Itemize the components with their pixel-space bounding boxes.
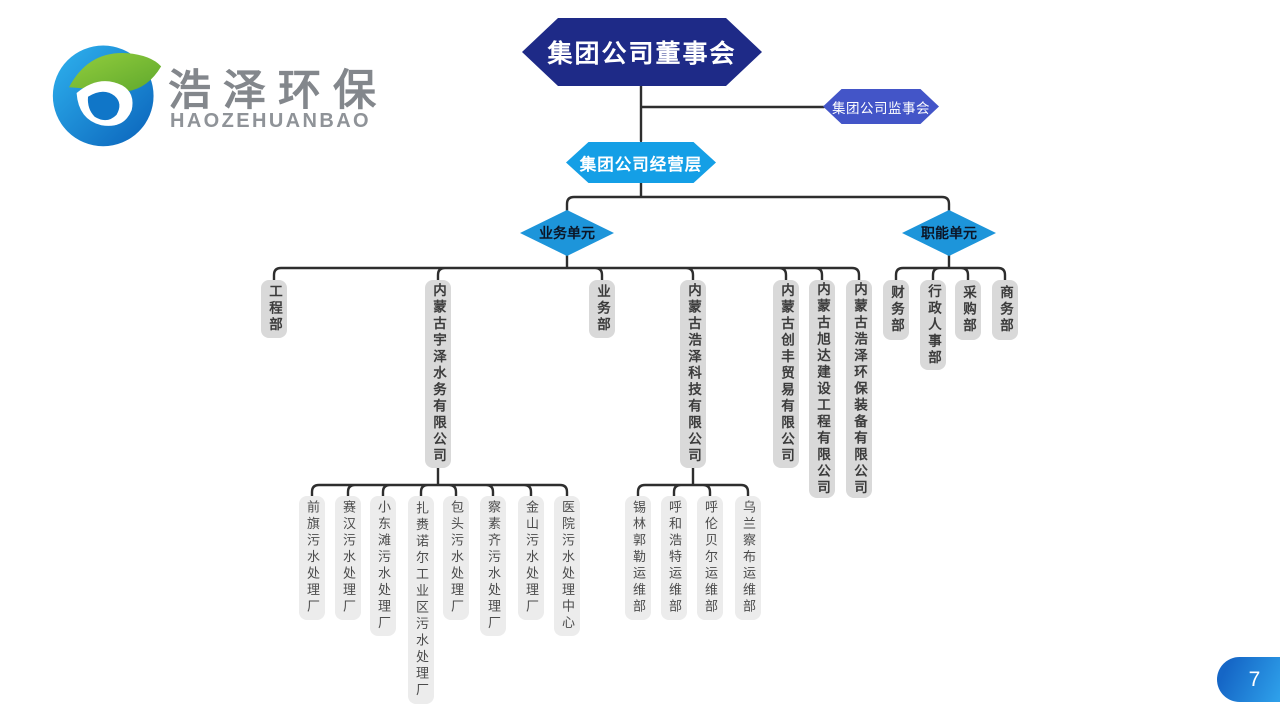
node-wwtp-baotou: 包头污水处理厂	[443, 496, 469, 620]
logo-title-cn: 浩泽环保	[168, 67, 388, 115]
node-label: 呼和浩特运维部	[667, 500, 682, 616]
node-label: 业务单元	[539, 225, 595, 241]
node-wwtp-saihan: 赛汉污水处理厂	[335, 496, 361, 620]
node-label: 集团公司董事会	[547, 40, 737, 68]
node-label: 工程部	[267, 284, 282, 334]
node-label: 集团公司经营层	[579, 155, 703, 174]
node-board: 集团公司董事会	[522, 18, 762, 86]
node-label: 内蒙古浩泽科技有限公司	[686, 283, 701, 465]
node-label: 职能单元	[921, 225, 977, 241]
node-label: 采购部	[961, 285, 976, 335]
node-wwtp-hospital-center: 医院污水处理中心	[554, 496, 580, 636]
node-engineering-dept: 工程部	[261, 280, 287, 338]
node-label: 行政人事部	[926, 283, 941, 367]
node-om-wulanchabu: 乌兰察布运维部	[735, 496, 761, 620]
node-yuze-water-co: 内蒙古宇泽水务有限公司	[425, 280, 451, 468]
node-label: 乌兰察布运维部	[741, 500, 756, 616]
node-wwtp-chasuqi: 察素齐污水处理厂	[480, 496, 506, 636]
node-wwtp-zhalainuoer: 扎赉诺尔工业区污水处理厂	[408, 496, 434, 704]
page-number: 7	[1248, 667, 1261, 691]
node-om-xilinguole: 锡林郭勒运维部	[625, 496, 651, 620]
node-management: 集团公司经营层	[566, 142, 716, 183]
logo-title-en: HAOZEHUANBAO	[170, 110, 372, 132]
node-label: 商务部	[998, 285, 1013, 335]
node-label: 前旗污水处理厂	[305, 500, 320, 616]
node-commerce-dept: 商务部	[992, 280, 1018, 340]
node-label: 内蒙古创丰贸易有限公司	[779, 283, 794, 465]
node-label: 内蒙古浩泽环保装备有限公司	[852, 281, 867, 497]
node-om-hulunbeier: 呼伦贝尔运维部	[697, 496, 723, 620]
node-admin-hr-dept: 行政人事部	[920, 280, 946, 370]
node-xuda-construction-co: 内蒙古旭达建设工程有限公司	[809, 280, 835, 498]
node-om-huhehaote: 呼和浩特运维部	[661, 496, 687, 620]
node-wwtp-jinshan: 金山污水处理厂	[518, 496, 544, 620]
node-label: 业务部	[595, 284, 610, 334]
node-label: 呼伦贝尔运维部	[703, 500, 718, 616]
node-label: 锡林郭勒运维部	[631, 500, 646, 616]
node-haoze-equipment-co: 内蒙古浩泽环保装备有限公司	[846, 280, 872, 498]
node-label: 金山污水处理厂	[524, 500, 539, 616]
node-label: 小东滩污水处理厂	[376, 500, 391, 632]
node-haoze-tech-co: 内蒙古浩泽科技有限公司	[680, 280, 706, 468]
node-wwtp-qianqi: 前旗污水处理厂	[299, 496, 325, 620]
company-logo-icon	[52, 45, 162, 147]
node-label: 集团公司监事会	[832, 100, 930, 116]
node-label: 扎赉诺尔工业区污水处理厂	[414, 501, 429, 699]
node-business-dept: 业务部	[589, 280, 615, 338]
node-label: 内蒙古宇泽水务有限公司	[431, 283, 446, 465]
node-supervisory-board: 集团公司监事会	[823, 89, 939, 124]
node-finance-dept: 财务部	[883, 280, 909, 340]
node-label: 内蒙古旭达建设工程有限公司	[815, 281, 830, 497]
node-label: 包头污水处理厂	[449, 500, 464, 616]
node-procurement-dept: 采购部	[955, 280, 981, 340]
node-label: 察素齐污水处理厂	[486, 500, 501, 632]
node-wwtp-xiaodongtan: 小东滩污水处理厂	[370, 496, 396, 636]
node-label: 赛汉污水处理厂	[341, 500, 356, 616]
page-number-badge: 7	[1217, 657, 1280, 702]
node-label: 财务部	[889, 285, 904, 335]
node-chuangfeng-trade-co: 内蒙古创丰贸易有限公司	[773, 280, 799, 468]
node-label: 医院污水处理中心	[560, 500, 575, 632]
